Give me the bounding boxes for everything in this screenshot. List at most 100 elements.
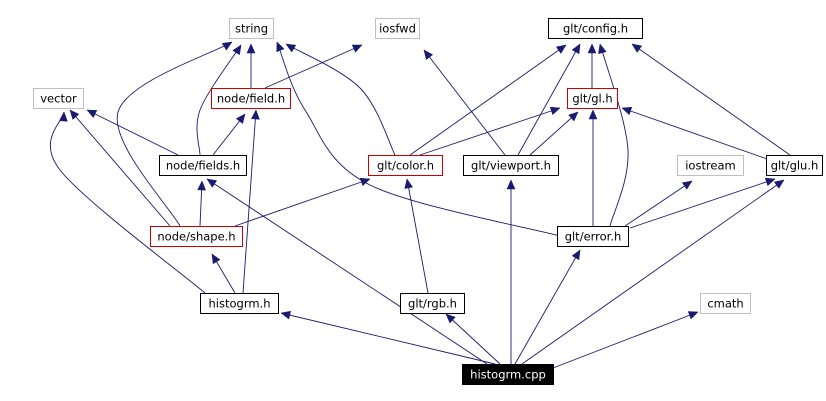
arrowhead xyxy=(587,43,597,54)
node-box xyxy=(677,155,744,176)
node-error[interactable]: glt/error.h xyxy=(557,226,629,247)
node-field[interactable]: node/field.h xyxy=(211,88,291,109)
node-box xyxy=(463,155,559,176)
edge-histogrm_cpp-to-error xyxy=(514,249,581,365)
arrowhead xyxy=(251,109,260,120)
arrowhead xyxy=(285,43,297,53)
edge-viewport-to-config xyxy=(517,43,581,156)
arrowhead xyxy=(246,43,256,54)
arrowhead xyxy=(221,41,233,51)
arrowhead xyxy=(351,44,363,53)
edge-rgb-to-color xyxy=(404,178,429,294)
node-box xyxy=(200,293,279,314)
edge-histogrm_cpp-to-histogrm_h xyxy=(280,310,496,365)
edge-fields-to-string xyxy=(196,44,242,156)
node-histogrm-cpp[interactable]: histogrm.cpp xyxy=(462,364,554,385)
arrowhead xyxy=(549,106,561,116)
arrowhead xyxy=(506,179,516,190)
arrowhead xyxy=(59,111,68,122)
arrowhead xyxy=(588,109,598,120)
edge-glu-to-gl xyxy=(621,106,771,161)
edge-line xyxy=(49,111,206,294)
edge-line xyxy=(264,44,363,89)
edges-layer xyxy=(49,41,791,369)
node-label: glt/rgb.h xyxy=(408,297,457,311)
edge-error-to-glu xyxy=(629,177,776,229)
node-label: glt/config.h xyxy=(563,22,628,36)
edge-line xyxy=(419,107,561,156)
edge-line xyxy=(624,180,693,227)
arrowhead xyxy=(773,179,785,189)
node-fields[interactable]: node/fields.h xyxy=(159,155,247,176)
arrowhead xyxy=(206,178,218,188)
node-viewport[interactable]: glt/viewport.h xyxy=(463,155,559,176)
arrowhead xyxy=(69,109,80,120)
node-box xyxy=(159,155,247,176)
edge-line xyxy=(86,109,179,156)
node-label: histogrm.cpp xyxy=(470,368,546,382)
node-gl[interactable]: glt/gl.h xyxy=(567,88,618,109)
node-box xyxy=(462,364,554,385)
edge-line xyxy=(196,44,242,156)
arrowhead xyxy=(211,253,221,265)
node-box xyxy=(211,88,291,109)
node-label: cmath xyxy=(707,297,743,311)
node-box xyxy=(567,88,618,109)
edge-line xyxy=(406,178,429,294)
edge-line xyxy=(409,44,567,156)
node-iosfwd[interactable]: iosfwd xyxy=(375,18,420,39)
node-shape[interactable]: node/shape.h xyxy=(150,226,243,247)
edge-line xyxy=(285,43,396,156)
node-label: histogrm.h xyxy=(209,297,271,311)
arrowhead xyxy=(764,177,776,187)
edge-error-to-string xyxy=(276,41,561,237)
node-label: vector xyxy=(40,92,77,106)
edge-line xyxy=(69,109,171,227)
arrowhead xyxy=(681,180,693,190)
edge-color-to-gl xyxy=(419,106,561,156)
arrowhead xyxy=(568,111,579,122)
arrowhead xyxy=(232,44,242,56)
node-config[interactable]: glt/config.h xyxy=(548,18,643,39)
node-label: iostream xyxy=(685,159,736,173)
node-label: glt/color.h xyxy=(377,159,434,173)
node-box xyxy=(368,155,443,176)
node-box xyxy=(557,226,629,247)
node-box xyxy=(700,293,751,314)
edge-error-to-config xyxy=(598,43,629,227)
arrowhead xyxy=(423,49,434,61)
node-cmath[interactable]: cmath xyxy=(700,293,751,314)
node-histogrm-h[interactable]: histogrm.h xyxy=(200,293,279,314)
edge-viewport-to-iosfwd xyxy=(423,49,506,156)
edge-line xyxy=(206,178,488,365)
node-iostream[interactable]: iostream xyxy=(677,155,744,176)
edge-histogrm_cpp-to-fields xyxy=(206,178,488,365)
edge-line xyxy=(517,43,581,156)
edge-line xyxy=(234,178,371,227)
arrowhead xyxy=(197,180,206,191)
node-vector[interactable]: vector xyxy=(33,88,84,109)
edge-line xyxy=(242,109,257,294)
edge-histogrm_h-to-vector xyxy=(49,111,206,294)
node-string[interactable]: string xyxy=(229,18,274,39)
edge-viewport-to-gl xyxy=(529,111,579,156)
node-box xyxy=(150,226,243,247)
node-box xyxy=(400,293,465,314)
edge-line xyxy=(423,49,506,156)
node-glu[interactable]: glt/glu.h xyxy=(766,155,823,176)
node-color[interactable]: glt/color.h xyxy=(368,155,443,176)
edge-shape-to-string xyxy=(116,41,233,227)
edge-line xyxy=(514,249,581,365)
node-rgb[interactable]: glt/rgb.h xyxy=(400,293,465,314)
edge-line xyxy=(280,312,496,365)
edge-histogrm_cpp-to-cmath xyxy=(552,311,699,369)
edge-line xyxy=(621,107,771,161)
edge-error-to-iostream xyxy=(624,180,693,227)
edge-histogrm_cpp-to-glu xyxy=(521,179,785,365)
edge-line xyxy=(529,111,579,156)
edge-field-to-iosfwd xyxy=(264,44,363,89)
edge-line xyxy=(552,311,699,369)
edge-fields-to-field xyxy=(212,113,246,156)
node-box xyxy=(33,88,84,109)
